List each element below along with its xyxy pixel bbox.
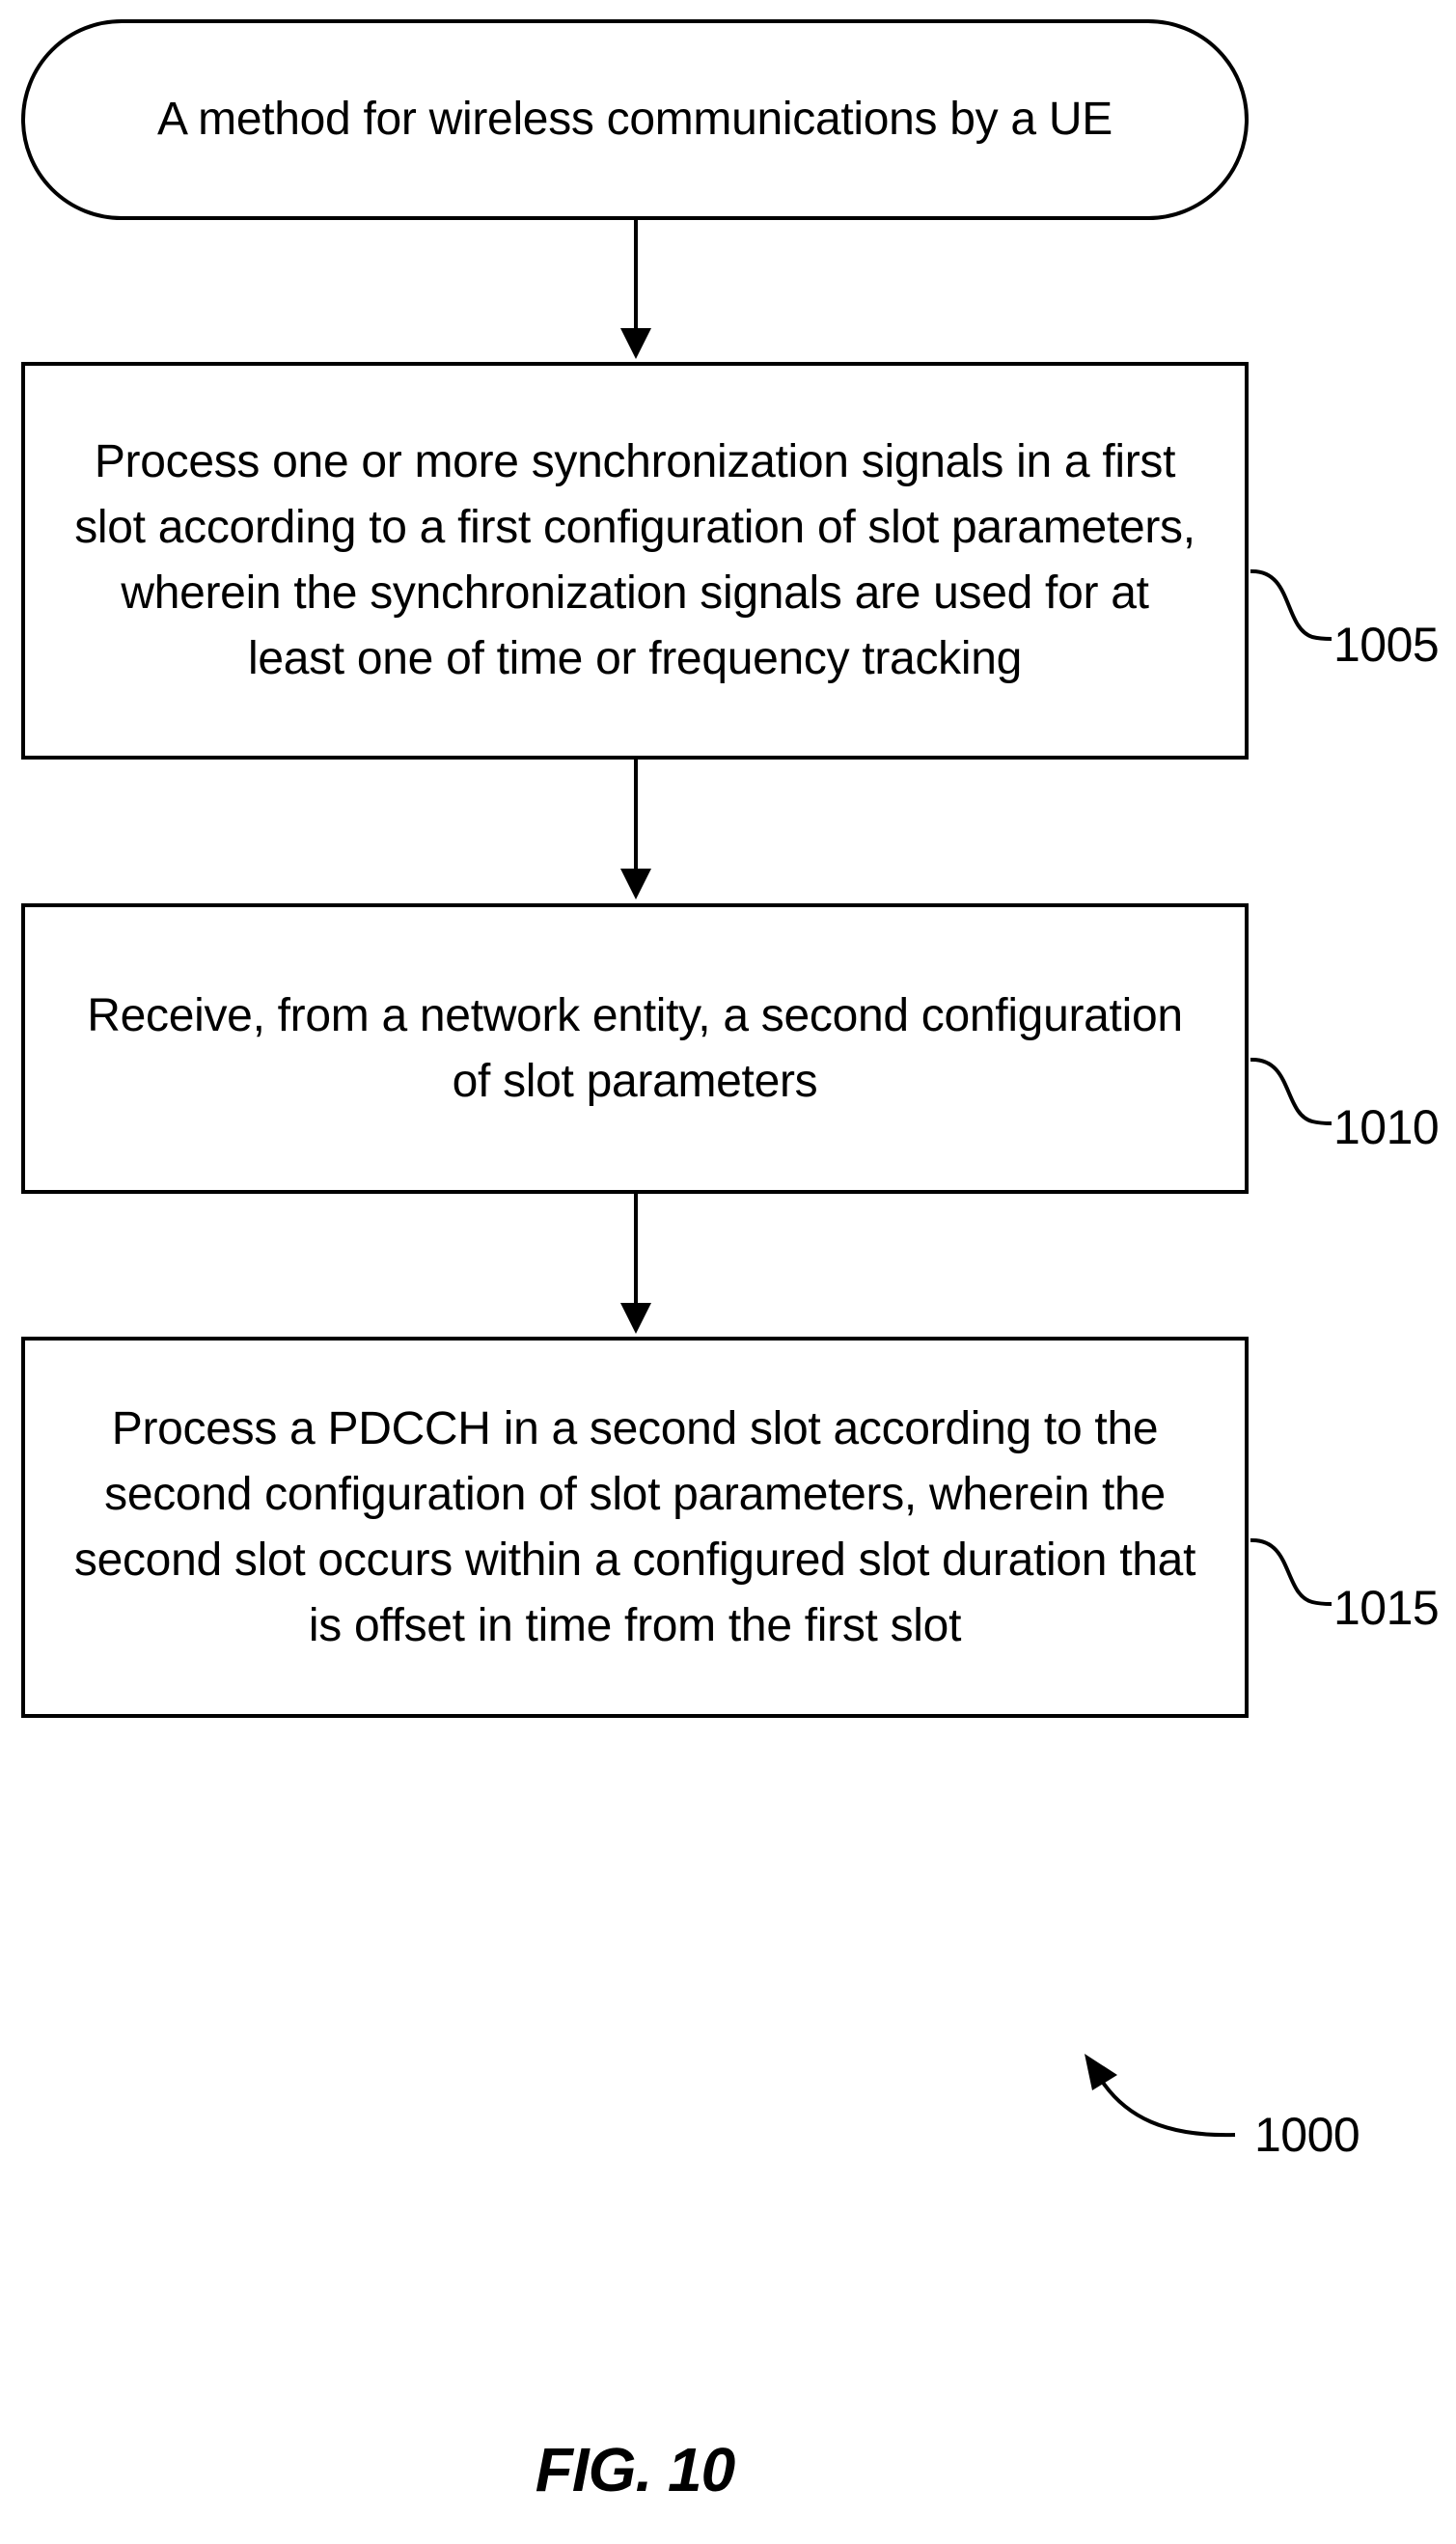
step-1005-line: wherein the synchronization signals are … bbox=[74, 561, 1195, 626]
step-1005-line: slot according to a first configuration … bbox=[74, 495, 1195, 561]
step-1005-line: least one of time or frequency tracking bbox=[74, 626, 1195, 692]
arrow-1010-to-1015 bbox=[620, 1194, 651, 1334]
step-1015-line: is offset in time from the first slot bbox=[74, 1593, 1195, 1659]
arrow-start-to-1005 bbox=[620, 220, 651, 359]
reference-numeral-1000: 1000 bbox=[1254, 2106, 1360, 2164]
leader-1015 bbox=[1250, 1540, 1332, 1604]
step-1015-line: Process a PDCCH in a second slot accordi… bbox=[74, 1396, 1195, 1462]
step-1015-line: second configuration of slot parameters,… bbox=[74, 1462, 1195, 1528]
start-terminal: A method for wireless communications by … bbox=[21, 19, 1249, 220]
step-1005-line: Process one or more synchronization sign… bbox=[74, 429, 1195, 495]
figure-label: FIG. 10 bbox=[0, 2434, 1270, 2505]
process-step-1010: Receive, from a network entity, a second… bbox=[21, 903, 1249, 1194]
step-1010-line: of slot parameters bbox=[87, 1049, 1183, 1115]
step-1010-line: Receive, from a network entity, a second… bbox=[87, 983, 1183, 1049]
reference-numeral-1010: 1010 bbox=[1333, 1098, 1439, 1156]
start-terminal-label: A method for wireless communications by … bbox=[157, 87, 1113, 152]
leader-1005 bbox=[1250, 571, 1332, 639]
method-ref-arrow bbox=[1085, 2054, 1235, 2135]
process-step-1015: Process a PDCCH in a second slot accordi… bbox=[21, 1337, 1249, 1718]
arrow-1005-to-1010 bbox=[620, 760, 651, 899]
reference-numeral-1015: 1015 bbox=[1333, 1579, 1439, 1637]
reference-numeral-1005: 1005 bbox=[1333, 616, 1439, 674]
process-step-1005: Process one or more synchronization sign… bbox=[21, 362, 1249, 760]
leader-1010 bbox=[1250, 1060, 1332, 1123]
step-1015-line: second slot occurs within a configured s… bbox=[74, 1528, 1195, 1593]
